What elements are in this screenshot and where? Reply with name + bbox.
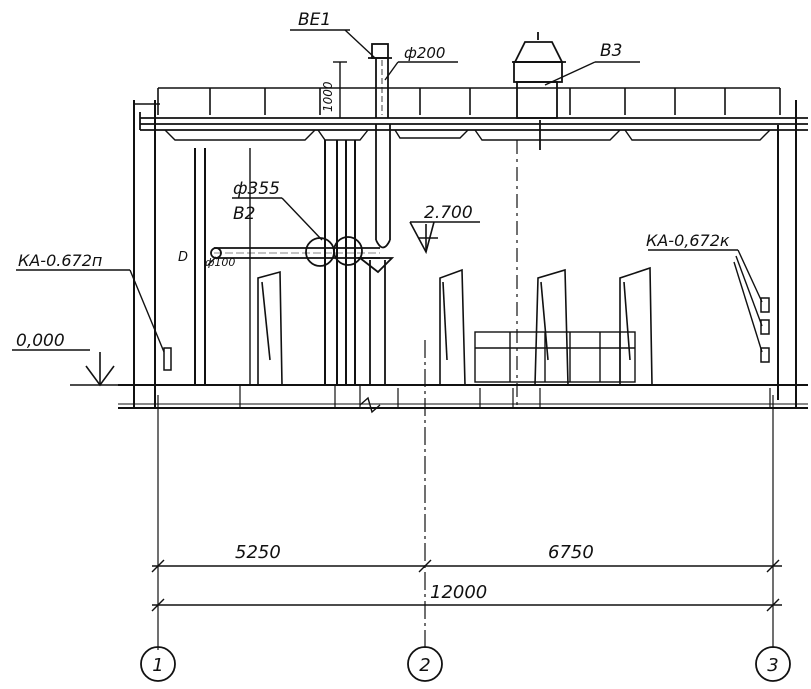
dim-5250: 5250 [235,542,281,563]
label-d100: ф100 [205,256,235,269]
roof-parapet [157,87,781,115]
label-elev-0000: 0,000 [16,331,65,351]
ka-left-device [163,347,172,371]
roof-slab [139,112,808,131]
label-be1: ВЕ1 [298,10,331,30]
equipment-cabinets [474,331,636,383]
elevation-marker-2700 [409,221,480,255]
ka-right-devices [760,297,770,363]
break-mark [359,396,381,414]
axis-label-1: 1 [152,655,163,676]
vertical-riser [357,124,395,385]
dim-6750: 6750 [548,542,594,563]
doors [257,266,653,386]
axis-label-2: 2 [419,655,430,676]
axis-bubbles [140,646,791,682]
building-walls [133,100,797,408]
label-h1000: 1000 [321,81,335,112]
stack-be1 [368,43,392,118]
roof-fan-b3 [512,32,566,150]
floor-slab [118,384,808,409]
label-b3: В3 [600,41,622,61]
axis-label-3: 3 [767,655,778,676]
dimension-lines [151,559,782,612]
label-b2: В2 [233,204,255,224]
label-ka-right: КА-0,672к [646,231,730,250]
label-elev-2700: 2.700 [424,203,473,223]
elevation-marker-0000 [12,349,118,387]
dim-12000: 12000 [430,582,487,603]
label-d355: ф355 [233,179,280,199]
leader-lines [16,29,763,353]
label-d200: ф200 [404,44,445,62]
label-ka-left: КА-0.672п [18,251,102,270]
label-arrow-mark: D [178,250,188,265]
roof-trusses [164,129,771,141]
